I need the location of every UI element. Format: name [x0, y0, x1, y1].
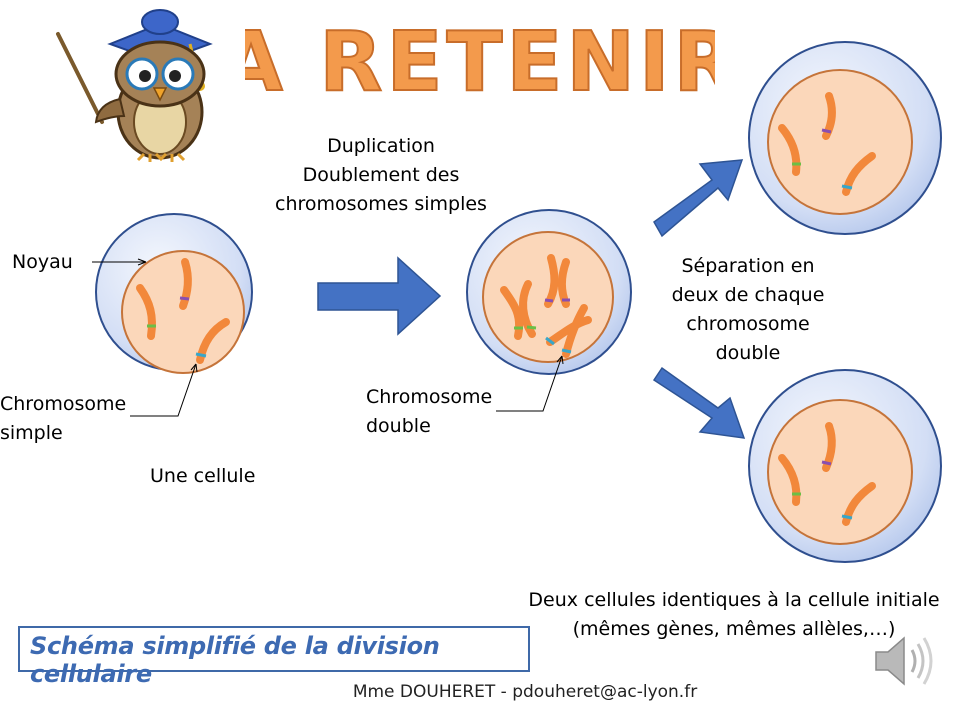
separation-label: Séparation en deux de chaque chromosome …: [660, 252, 836, 368]
duplication-label: Duplication Doublement des chromosomes s…: [266, 132, 496, 219]
chromosome-double-label: Chromosome double: [366, 383, 492, 441]
chromosome-simple-label: Chromosome simple: [0, 390, 126, 448]
separation-line3: chromosome: [686, 313, 810, 335]
duplicated-cell: [466, 209, 632, 375]
daughter-cell-top: [748, 41, 942, 235]
chromosome-double-line2: double: [366, 415, 431, 437]
une-cellule-label: Une cellule: [150, 465, 256, 487]
chromosome-single-2: [136, 284, 156, 340]
diagram-caption: Schéma simplifié de la division cellulai…: [30, 632, 440, 688]
chromosome-double-1: [544, 254, 570, 308]
result-line2: (mêmes gènes, mêmes allèles,…): [572, 618, 896, 640]
pointer-chromosome-double: [496, 355, 563, 412]
separation-line2: deux de chaque: [671, 284, 825, 306]
chromosome-double-line1: Chromosome: [366, 386, 493, 408]
separation-arrow-up-icon: [653, 159, 744, 238]
separation-arrow-down-icon: [652, 366, 746, 439]
owl-teacher-icon: [56, 9, 213, 162]
footer-author: Mme DOUHERET - pdouheret@ac-lyon.fr: [352, 682, 698, 702]
noyau-label: Noyau: [12, 251, 73, 273]
diagram-caption-box: Schéma simplifié de la division cellulai…: [18, 626, 530, 688]
duplication-label-line2: Doublement des: [302, 164, 460, 186]
result-label: Deux cellules identiques à la cellule in…: [508, 586, 960, 644]
separation-line4: double: [715, 342, 781, 364]
pointer-lines: [92, 258, 564, 417]
duplication-label-line3: chromosomes simples: [275, 193, 487, 215]
chromosome-single-3: [195, 318, 230, 364]
duplication-label-line1: Duplication: [327, 135, 435, 157]
chromosome-simple-line1: Chromosome: [0, 393, 127, 415]
chromosome-simple-line2: simple: [0, 422, 63, 444]
result-line1: Deux cellules identiques à la cellule in…: [528, 589, 940, 611]
title-text: A RETENIR: [245, 15, 715, 110]
footer: Mme DOUHERET - pdouheret@ac-lyon.fr: [0, 682, 960, 702]
initial-cell: [95, 213, 253, 374]
chromosome-double-3: [545, 304, 592, 358]
daughter-cell-bottom: [748, 369, 942, 563]
title-graphic: A RETENIR: [218, 14, 737, 111]
chromosome-single-1: [179, 258, 192, 310]
duplication-arrow-icon: [317, 256, 442, 336]
speaker-icon[interactable]: [872, 630, 938, 692]
separation-line1: Séparation en: [681, 255, 815, 277]
pointer-chromosome-simple: [130, 363, 197, 417]
chromosome-double-2: [500, 280, 537, 340]
page-title: A RETENIR: [218, 2, 737, 112]
